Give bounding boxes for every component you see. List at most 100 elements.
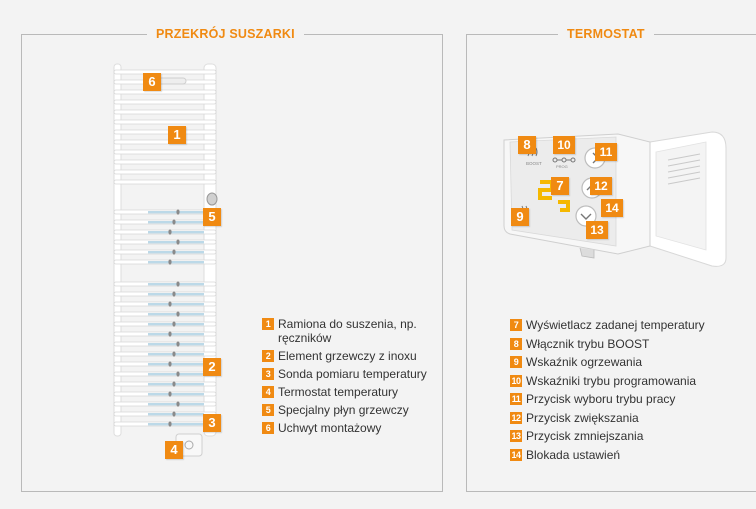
legend-radiator: 1 Ramiona do suszenia, np. ręczników 2 Ele… — [262, 317, 437, 439]
badge-9: 9 — [511, 208, 529, 226]
bar-fluid — [148, 423, 204, 425]
legend-text: Wyświetlacz zadanej temperatury — [526, 318, 750, 332]
bar-joint — [172, 321, 175, 326]
bar-joint — [176, 239, 179, 244]
badge-10: 10 — [553, 136, 575, 154]
towel-bar — [114, 160, 216, 164]
bar-joint — [176, 281, 179, 286]
legend-text: Specjalny płyn grzewczy — [278, 403, 437, 417]
bar-joint — [172, 249, 175, 254]
bar-joint — [168, 229, 171, 234]
legend-number: 5 — [262, 404, 274, 416]
bar-joint — [168, 301, 171, 306]
towel-bar — [114, 120, 216, 124]
legend-item: 2 Element grzewczy z inoxu — [262, 349, 437, 363]
bar-fluid — [148, 353, 204, 355]
badge-11: 11 — [595, 143, 617, 161]
panel-title-radiator: PRZEKRÓJ SUSZARKI — [147, 27, 304, 42]
towel-bar — [114, 70, 216, 74]
bar-fluid — [148, 333, 204, 335]
towel-bar — [114, 140, 216, 144]
bar-joint — [176, 209, 179, 214]
legend-number: 8 — [510, 338, 522, 350]
bar-joint — [172, 411, 175, 416]
legend-item: 6 Uchwyt montażowy — [262, 421, 437, 435]
towel-bar — [114, 110, 216, 114]
legend-text: Przycisk wyboru trybu pracy — [526, 392, 750, 406]
bar-fluid — [148, 231, 204, 233]
legend-number: 3 — [262, 368, 274, 380]
legend-number: 12 — [510, 412, 522, 424]
towel-bar — [114, 170, 216, 174]
legend-text: Termostat temperatury — [278, 385, 437, 399]
legend-text: Wskaźnik ogrzewania — [526, 355, 750, 369]
bar-joint — [168, 421, 171, 426]
bar-fluid — [148, 221, 204, 223]
bar-fluid — [148, 323, 204, 325]
legend-text: Ramiona do suszenia, np. ręczników — [278, 317, 437, 345]
bar-fluid — [148, 413, 204, 415]
bar-joint — [172, 381, 175, 386]
bar-fluid — [148, 241, 204, 243]
legend-text: Blokada ustawień — [526, 448, 750, 462]
badge-8: 8 — [518, 136, 536, 154]
bar-fluid — [148, 363, 204, 365]
bar-fluid — [148, 403, 204, 405]
bar-fluid — [148, 373, 204, 375]
legend-text: Włącznik trybu BOOST — [526, 337, 750, 351]
towel-bar — [114, 90, 216, 94]
probe-ring — [207, 193, 217, 205]
badge-5: 5 — [203, 208, 221, 226]
legend-item: 7 Wyświetlacz zadanej temperatury — [510, 318, 750, 332]
legend-item: 11 Przycisk wyboru trybu pracy — [510, 392, 750, 406]
legend-number: 7 — [510, 319, 522, 331]
radiator-drawing — [108, 62, 236, 462]
legend-number: 11 — [510, 393, 522, 405]
bar-joint — [172, 219, 175, 224]
bar-joint — [176, 311, 179, 316]
bar-joint — [168, 361, 171, 366]
legend-text: Przycisk zmniejszania — [526, 429, 750, 443]
radiator-illustration — [108, 62, 236, 462]
legend-number: 14 — [510, 449, 522, 461]
legend-item: 14 Blokada ustawień — [510, 448, 750, 462]
boost-label: BOOST — [526, 161, 542, 166]
bar-joint — [176, 341, 179, 346]
badge-4: 4 — [165, 441, 183, 459]
legend-item: 12Przycisk zwiększania — [510, 411, 750, 425]
legend-text: Wskaźniki trybu programowania — [526, 374, 750, 388]
bar-joint — [176, 401, 179, 406]
badge-13: 13 — [586, 221, 608, 239]
towel-bar — [114, 150, 216, 154]
towel-bar — [114, 100, 216, 104]
legend-number: 6 — [262, 422, 274, 434]
legend-item: 3 Sonda pomiaru temperatury — [262, 367, 437, 381]
towel-bar — [114, 180, 216, 184]
bar-fluid — [148, 343, 204, 345]
badge-1: 1 — [168, 126, 186, 144]
legend-number: 2 — [262, 350, 274, 362]
prog-label: PROG — [556, 164, 568, 169]
legend-text: Uchwyt montażowy — [278, 421, 437, 435]
bar-joint — [168, 391, 171, 396]
legend-item: 5 Specjalny płyn grzewczy — [262, 403, 437, 417]
bar-fluid — [148, 293, 204, 295]
legend-text: Sonda pomiaru temperatury — [278, 367, 437, 381]
bar-fluid — [148, 211, 204, 213]
badge-2: 2 — [203, 358, 221, 376]
badge-6: 6 — [143, 73, 161, 91]
bar-joint — [176, 371, 179, 376]
legend-text: Element grzewczy z inoxu — [278, 349, 437, 363]
legend-thermostat: 7 Wyświetlacz zadanej temperatury 8 Włączn… — [510, 318, 750, 466]
bar-fluid — [148, 261, 204, 263]
legend-number: 13 — [510, 430, 522, 442]
bar-joint — [172, 291, 175, 296]
badge-3: 3 — [203, 414, 221, 432]
badge-14: 14 — [601, 199, 623, 217]
towel-bar — [114, 130, 216, 134]
legend-number: 1 — [262, 318, 274, 330]
bar-fluid — [148, 383, 204, 385]
legend-item: 8 Włącznik trybu BOOST — [510, 337, 750, 351]
